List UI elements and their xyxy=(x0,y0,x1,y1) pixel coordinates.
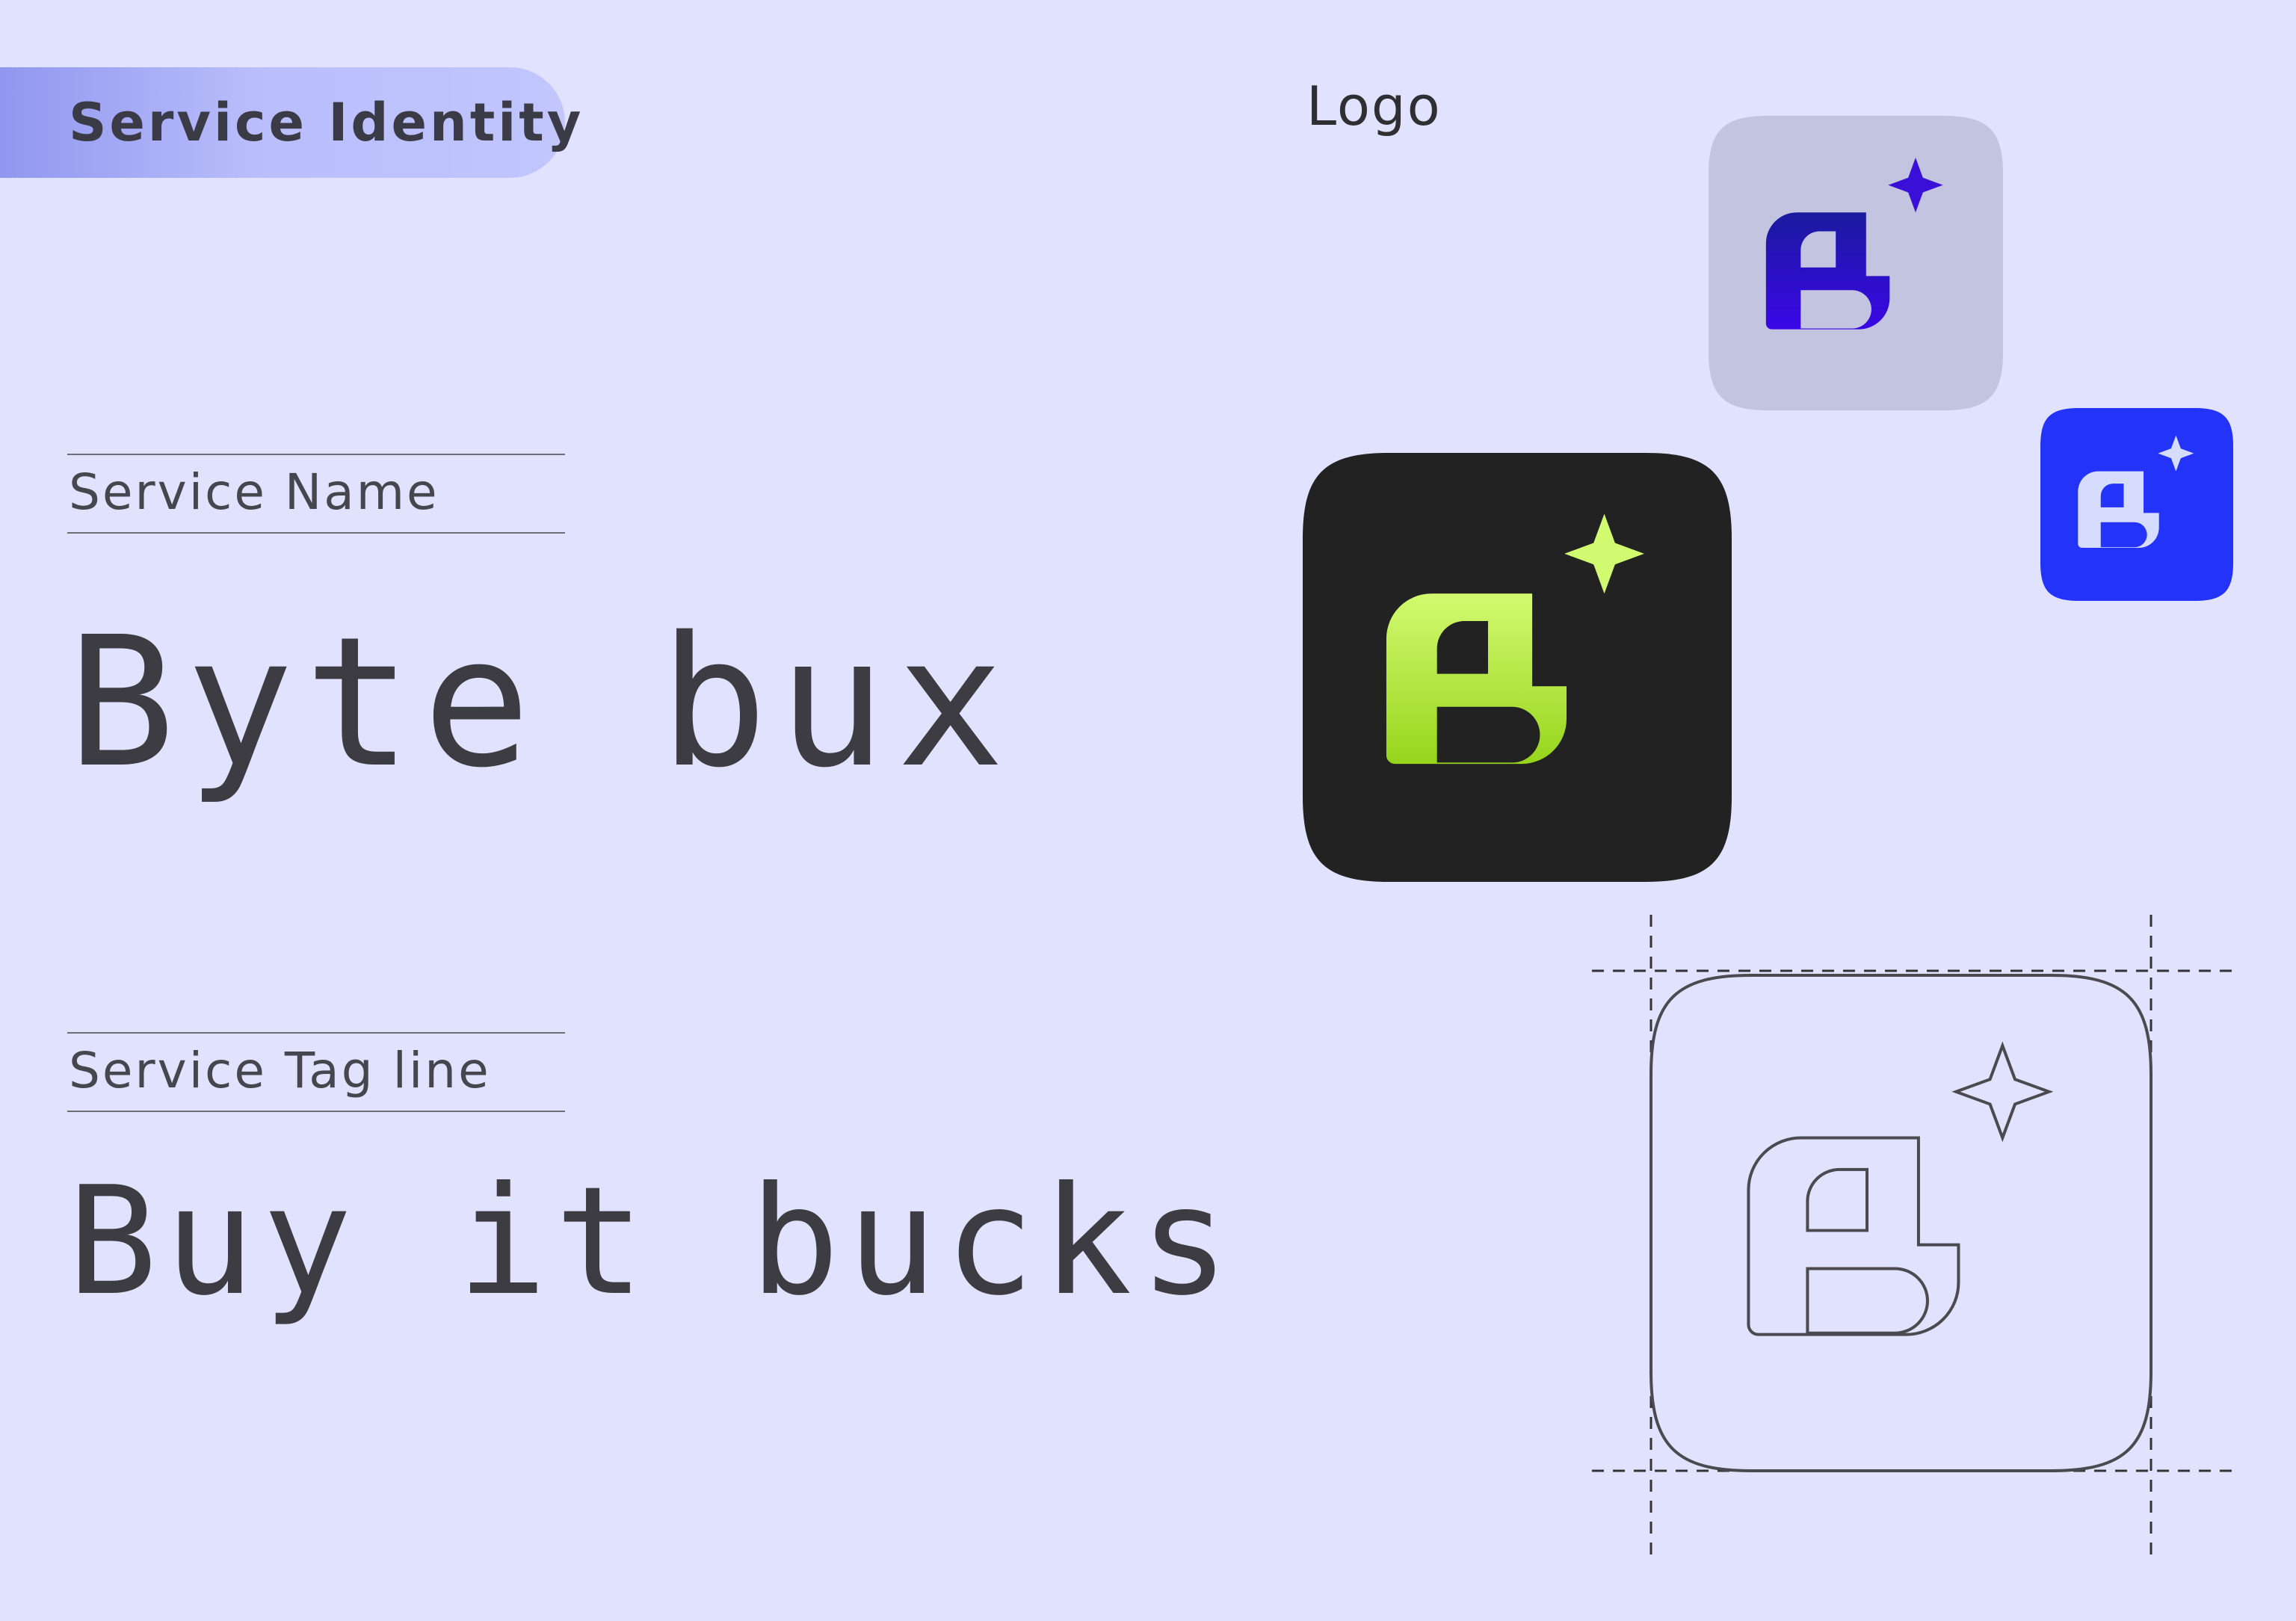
divider xyxy=(67,454,565,455)
logo-section-title: Logo xyxy=(1306,75,1442,138)
divider xyxy=(67,1032,565,1034)
service-tagline-value: Buy it bucks xyxy=(67,1155,1237,1329)
service-identity-label: Service Identity xyxy=(69,92,584,153)
b-sparkle-logo-blue-icon xyxy=(2040,408,2233,601)
divider xyxy=(67,1111,565,1112)
b-sparkle-logo-lavender-icon xyxy=(1709,116,2003,410)
service-name-value: Byte bux xyxy=(67,598,1015,807)
service-identity-badge: Service Identity xyxy=(0,67,581,178)
divider xyxy=(67,532,565,534)
service-tagline-label: Service Tag line xyxy=(69,1042,491,1099)
b-sparkle-logo-dark-icon xyxy=(1303,453,1732,882)
service-name-label: Service Name xyxy=(69,463,439,521)
b-sparkle-logo-outline-construction-icon xyxy=(1592,915,2232,1554)
